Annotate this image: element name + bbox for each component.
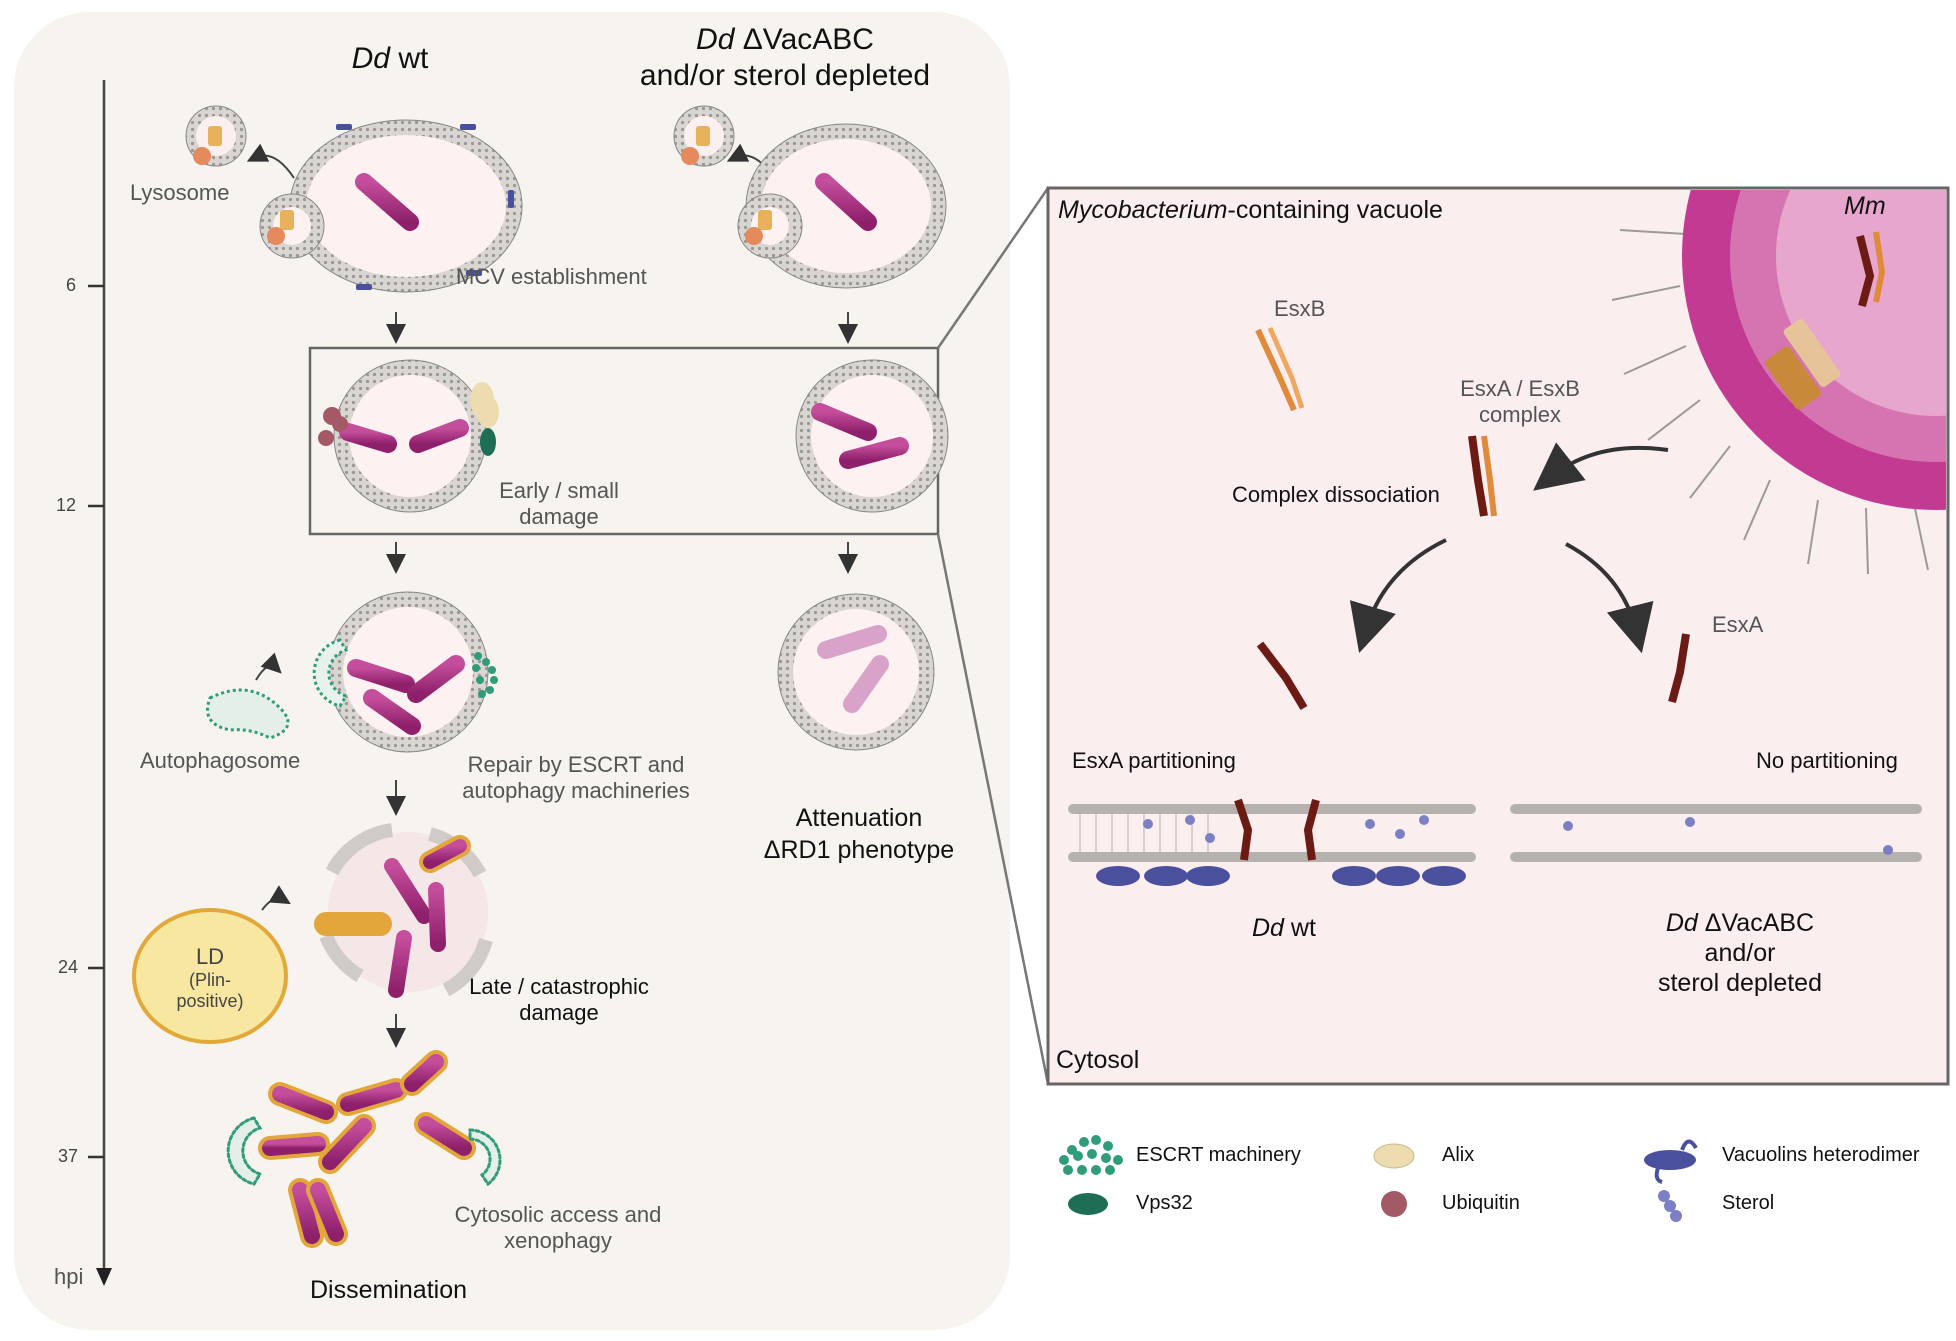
zoom-line-top xyxy=(936,187,1050,349)
label-mm: Mm xyxy=(1844,192,1886,220)
vacuolins-icon xyxy=(1644,1139,1698,1184)
axis-unit-label: hpi xyxy=(54,1264,84,1289)
esxa-right xyxy=(1668,633,1690,704)
header-mutant-species: Dd xyxy=(696,23,735,56)
label-late-damage-1: Late / catastrophic xyxy=(469,974,649,999)
legend-label-escrt: ESCRT machinery xyxy=(1136,1144,1301,1166)
dissemination xyxy=(226,1050,502,1248)
membrane-mutant xyxy=(1510,804,1922,862)
wt-late-damage xyxy=(314,823,493,998)
membrane-mutant-line3: sterol depleted xyxy=(1657,969,1822,997)
esxb-protein xyxy=(1255,326,1305,412)
lipid-droplet xyxy=(132,885,291,1044)
label-repair-2: autophagy machineries xyxy=(462,778,690,803)
arrow-dissociation-left xyxy=(1349,538,1447,653)
label-repair-1: Repair by ESCRT and xyxy=(467,752,685,777)
label-early-damage: Early / small damage xyxy=(484,478,634,530)
label-complex-2: complex xyxy=(1479,402,1561,427)
membrane-wt-species: Dd xyxy=(1252,914,1284,942)
label-cytosolic-2: xenophagy xyxy=(504,1228,612,1253)
label-late-damage-2: damage xyxy=(519,1000,599,1025)
ubiquitin-icon xyxy=(1381,1191,1407,1217)
label-mcv-establishment: MCV establishment xyxy=(456,264,647,289)
membrane-mutant-species: Dd xyxy=(1665,909,1698,937)
zoom-title-rest: -containing vacuole xyxy=(1227,196,1443,224)
label-ld-2: (Plin- xyxy=(188,970,231,990)
time-axis-arrowhead xyxy=(96,1268,112,1286)
zoom-title: Mycobacterium-containing vacuole xyxy=(1058,196,1443,225)
wt-repair xyxy=(312,591,498,753)
mm-bacterium xyxy=(1611,190,1946,575)
esxa-left xyxy=(1256,641,1308,711)
label-lysosome: Lysosome xyxy=(130,180,230,205)
mutant-attenuation xyxy=(777,593,935,751)
axis-ticks xyxy=(88,284,104,1159)
membrane-wt-strain: wt xyxy=(1283,914,1316,942)
arrow-dissociation-right xyxy=(1565,542,1654,654)
label-late-damage: Late / catastrophic damage xyxy=(454,974,664,1026)
label-no-partitioning: No partitioning xyxy=(1756,748,1898,773)
column-header-mutant: Dd ΔVacABC and/or sterol depleted xyxy=(620,22,950,94)
legend-label-sterol: Sterol xyxy=(1722,1192,1775,1214)
label-repair: Repair by ESCRT and autophagy machinerie… xyxy=(448,752,704,804)
label-ld-1: LD xyxy=(195,944,225,969)
column-header-wt: Dd wt xyxy=(300,42,480,76)
legend-label-vacuolins: Vacuolins heterodimer xyxy=(1722,1144,1920,1166)
legend-label-vps32: Vps32 xyxy=(1136,1192,1193,1214)
membrane-mutant-strain: ΔVacABC xyxy=(1697,909,1815,937)
tick-label-6: 6 xyxy=(66,275,77,295)
zoom-title-italic: Mycobacterium xyxy=(1058,196,1228,224)
label-early-damage-1: Early / small xyxy=(499,478,619,503)
label-esxa-partitioning: EsxA partitioning xyxy=(1072,748,1236,773)
zoom-line-bottom xyxy=(936,533,1050,1085)
sterol-icon xyxy=(1658,1190,1682,1222)
label-ld-3: positive) xyxy=(176,991,244,1011)
arrow-from-mm xyxy=(1533,442,1669,491)
mutant-mcv-establishment xyxy=(673,105,947,289)
label-early-damage-2: damage xyxy=(519,504,599,529)
label-complex-dissociation: Complex dissociation xyxy=(1232,482,1440,507)
label-complex-1: EsxA / EsxB xyxy=(1460,376,1580,401)
autophagosome xyxy=(206,652,290,740)
wt-early-damage xyxy=(318,359,499,513)
membrane-mutant-line2: and/or xyxy=(1704,939,1776,967)
esxa-esxb-complex xyxy=(1468,435,1497,517)
label-cytosol: Cytosol xyxy=(1056,1046,1140,1074)
label-membrane-wt: Dd wt xyxy=(1252,914,1316,943)
label-membrane-mutant: Dd ΔVacABC and/or sterol depleted xyxy=(1620,908,1860,998)
header-mutant-strain: ΔVacABC xyxy=(734,23,874,56)
label-attenuation-2: ΔRD1 phenotype xyxy=(763,836,955,864)
label-cytosolic-1: Cytosolic access and xyxy=(454,1202,662,1227)
wt-mcv-establishment xyxy=(185,105,523,293)
label-dissemination: Dissemination xyxy=(310,1276,468,1304)
label-complex: EsxA / EsxB complex xyxy=(1440,376,1600,428)
label-esxb: EsxB xyxy=(1274,296,1326,321)
tick-label-24: 24 xyxy=(58,957,79,977)
label-attenuation: Attenuation ΔRD1 phenotype xyxy=(744,802,974,866)
legend-label-alix: Alix xyxy=(1442,1144,1475,1166)
label-cytosolic: Cytosolic access and xenophagy xyxy=(440,1202,676,1254)
label-ld: LD (Plin- positive) xyxy=(150,944,270,1012)
header-wt-strain: wt xyxy=(390,42,429,75)
alix-icon xyxy=(1373,1143,1415,1169)
tick-label-37: 37 xyxy=(58,1146,79,1166)
tick-label-12: 12 xyxy=(56,495,77,515)
membrane-wt xyxy=(1068,798,1476,886)
label-esxa: EsxA xyxy=(1712,612,1764,637)
label-attenuation-1: Attenuation xyxy=(795,804,923,832)
legend-label-ubiquitin: Ubiquitin xyxy=(1442,1192,1520,1214)
escrt-icon xyxy=(1059,1135,1123,1175)
label-autophagosome: Autophagosome xyxy=(140,748,301,773)
legend-icons xyxy=(1059,1135,1698,1222)
flow-arrows xyxy=(386,312,858,1048)
header-mutant-line2: and/or sterol depleted xyxy=(639,59,931,92)
header-wt-species: Dd xyxy=(351,42,390,75)
vps32-icon xyxy=(1068,1193,1108,1215)
mutant-early xyxy=(795,359,949,513)
